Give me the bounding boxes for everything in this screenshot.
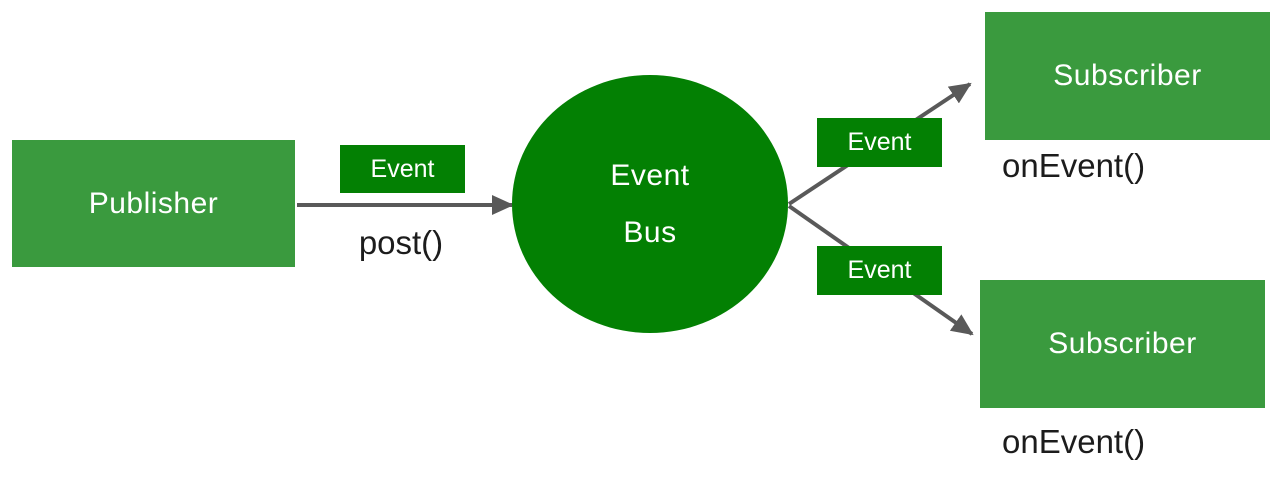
subscriber-label: Subscriber (1048, 327, 1197, 360)
event-message-label: Event (847, 256, 912, 284)
event-message-to-subscriber-1: Event (817, 118, 942, 167)
onevent-method-text-1: onEvent() (1002, 147, 1146, 184)
subscriber-label: Subscriber (1053, 59, 1202, 92)
event-bus-label-line2: Bus (623, 216, 677, 249)
event-message-to-subscriber-2: Event (817, 246, 942, 295)
event-bus-label-line1: Event (610, 159, 690, 192)
post-method-text: post() (358, 224, 444, 261)
publisher-label: Publisher (88, 186, 219, 220)
subscriber-box-1: Subscriber (985, 12, 1270, 140)
onevent-method-text-2: onEvent() (1002, 423, 1146, 460)
subscriber-box-2: Subscriber (980, 280, 1265, 408)
event-message-publish: Event (340, 145, 465, 193)
event-message-label: Event (370, 154, 435, 183)
event-message-label: Event (847, 128, 912, 156)
publisher-box: Publisher (12, 140, 295, 267)
event-bus-circle: Event Bus (512, 75, 788, 333)
